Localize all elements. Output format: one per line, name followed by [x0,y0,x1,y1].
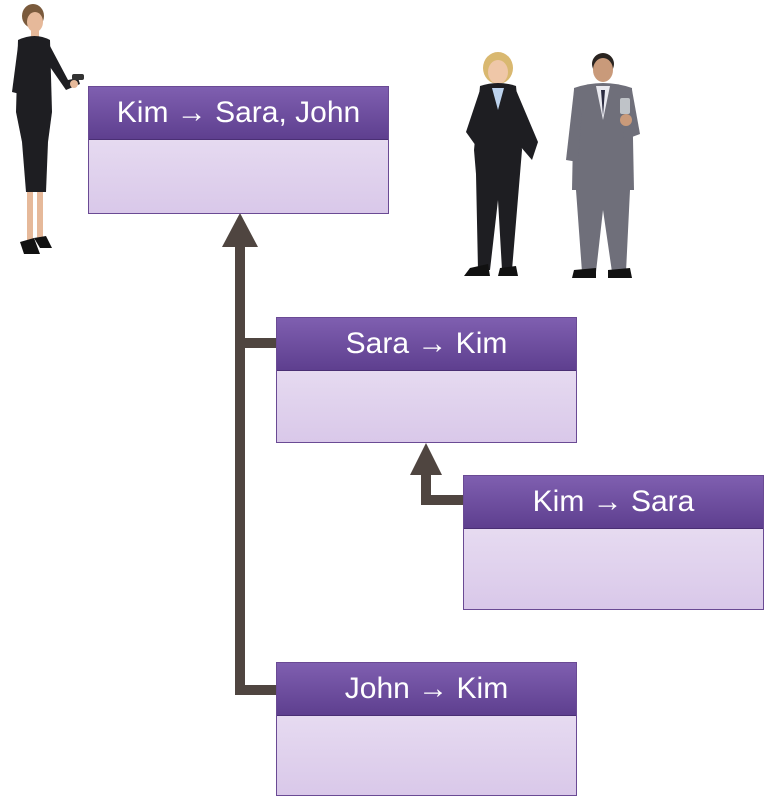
message-sara-to-kim[interactable]: Sara → Kim [276,317,577,443]
message-kim-to-sara[interactable]: Kim → Sara [463,475,764,610]
message-john-to-kim[interactable]: John → Kim [276,662,577,796]
message-body [277,370,576,442]
man-with-phone-figure [566,53,640,278]
message-title: John → Kim [277,663,576,716]
connector-main [235,240,278,695]
message-title: Sara → Kim [277,318,576,371]
woman-with-phone-figure [12,4,84,254]
arrowhead-up-main [222,213,258,247]
message-body [277,715,576,795]
message-title: Kim → Sara [464,476,763,529]
arrowhead-up-sara [410,443,442,475]
connector-kim-to-sara [421,470,465,505]
message-title: Kim → Sara, John [89,87,388,140]
message-kim-to-sara-john[interactable]: Kim → Sara, John [88,86,389,214]
woman-in-suit-figure [464,52,538,276]
message-body [464,528,763,609]
message-body [89,139,388,213]
